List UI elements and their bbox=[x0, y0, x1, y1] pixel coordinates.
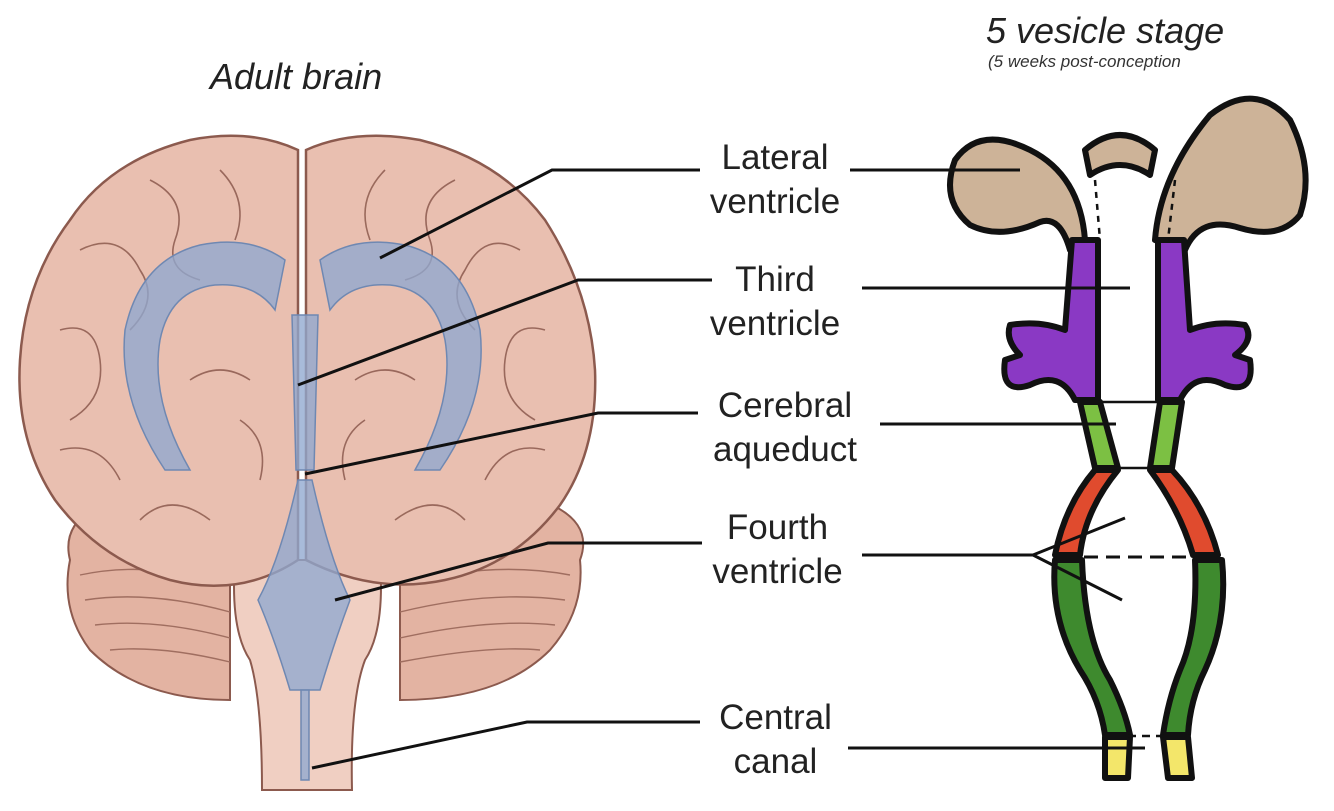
vesicle-stage-title: 5 vesicle stage bbox=[986, 10, 1225, 51]
label-lateral-ventricle-line1: Lateral bbox=[721, 138, 829, 177]
vesicle-fourth-ventricle-upper-left bbox=[1052, 467, 1121, 558]
label-fourth-ventricle-line1: Fourth bbox=[726, 508, 829, 547]
leader-fourth-branch-down bbox=[1032, 553, 1123, 602]
adult-fourth-ventricle bbox=[257, 479, 351, 691]
adult-lateral-ventricle-left bbox=[123, 241, 286, 471]
adult-third-ventricle bbox=[291, 314, 319, 471]
vesicle-boundaries bbox=[1062, 179, 1220, 738]
adult-ventricles bbox=[123, 241, 482, 781]
vesicle-stage-subtitle: (5 weeks post-conception bbox=[988, 52, 1181, 71]
leader-fourth-branch-up bbox=[1032, 516, 1126, 557]
label-central-canal: Central canal bbox=[688, 696, 863, 784]
adult-brain-title: Adult brain bbox=[210, 56, 383, 97]
vesicle-central-canal-right bbox=[1160, 734, 1195, 781]
label-lateral-ventricle: Lateral ventricle bbox=[690, 136, 860, 224]
vesicle-fourth-ventricle-upper-right bbox=[1147, 467, 1221, 558]
vesicle-third-ventricle-left bbox=[1001, 237, 1101, 403]
vesicle-bridge bbox=[1082, 132, 1158, 178]
leader-canal-left bbox=[311, 720, 700, 770]
leader-lateral-left bbox=[379, 168, 700, 260]
leader-third-left bbox=[297, 278, 712, 387]
vesicle-lateral-ventricle-right bbox=[1152, 95, 1309, 253]
vesicle-third-ventricle-right bbox=[1155, 237, 1254, 403]
label-third-ventricle: Third ventricle bbox=[690, 258, 860, 346]
label-fourth-ventricle-line2: ventricle bbox=[712, 552, 843, 591]
label-third-ventricle-line1: Third bbox=[735, 260, 815, 299]
label-central-canal-line2: canal bbox=[733, 742, 818, 781]
adult-central-canal bbox=[300, 689, 310, 781]
label-third-ventricle-line2: ventricle bbox=[709, 304, 841, 343]
label-fourth-ventricle: Fourth ventricle bbox=[690, 506, 865, 594]
label-central-canal-line1: Central bbox=[719, 698, 832, 737]
vesicle-lateral-ventricle bbox=[947, 136, 1088, 253]
label-lateral-ventricle-line2: ventricle bbox=[709, 182, 841, 221]
leader-aqueduct-left bbox=[304, 411, 698, 476]
adult-lateral-ventricle-right bbox=[319, 241, 482, 471]
label-cerebral-aqueduct-line1: Cerebral bbox=[717, 386, 853, 425]
leader-fourth-left bbox=[334, 541, 702, 602]
label-cerebral-aqueduct-line2: aqueduct bbox=[712, 430, 858, 469]
label-cerebral-aqueduct: Cerebral aqueduct bbox=[690, 384, 880, 472]
